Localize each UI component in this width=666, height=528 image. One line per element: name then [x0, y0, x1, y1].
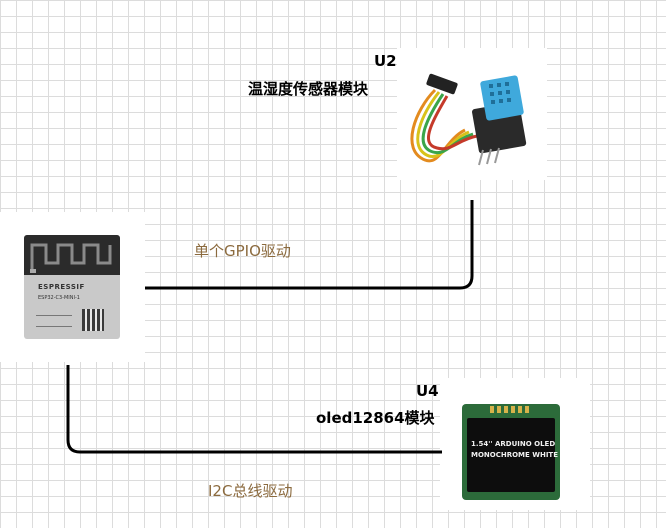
esp32-module: ESPRESSIF ESP32-C3-MINI-1 — [24, 235, 120, 339]
i2c-wire — [66, 365, 442, 454]
u2-title: 温湿度传感器模块 — [248, 80, 369, 98]
qr-code-icon — [82, 309, 104, 331]
gpio-edge-label: 单个GPIO驱动 — [194, 242, 291, 260]
esp32-model: ESP32-C3-MINI-1 — [38, 295, 80, 301]
gpio-wire — [145, 200, 474, 290]
dht-sensor-module — [410, 73, 527, 166]
u4-title: oled12864模块 — [316, 409, 435, 427]
esp32-brand: ESPRESSIF — [38, 283, 85, 291]
oled-screen: 1.54'' ARDUINO OLED MONOCHROME WHITE — [467, 418, 558, 492]
i2c-edge-label: I2C总线驱动 — [208, 482, 293, 500]
esp32-small-text — [36, 315, 72, 327]
oled-line-1: 1.54'' ARDUINO OLED — [471, 440, 556, 448]
oled-line-2: MONOCHROME WHITE — [471, 451, 558, 459]
u2-ref: U2 — [374, 52, 397, 70]
antenna-pattern — [24, 235, 120, 275]
oled-module: 1.54'' ARDUINO OLED MONOCHROME WHITE — [462, 404, 560, 500]
u4-ref: U4 — [416, 382, 439, 400]
oled-pin-header — [490, 406, 532, 413]
